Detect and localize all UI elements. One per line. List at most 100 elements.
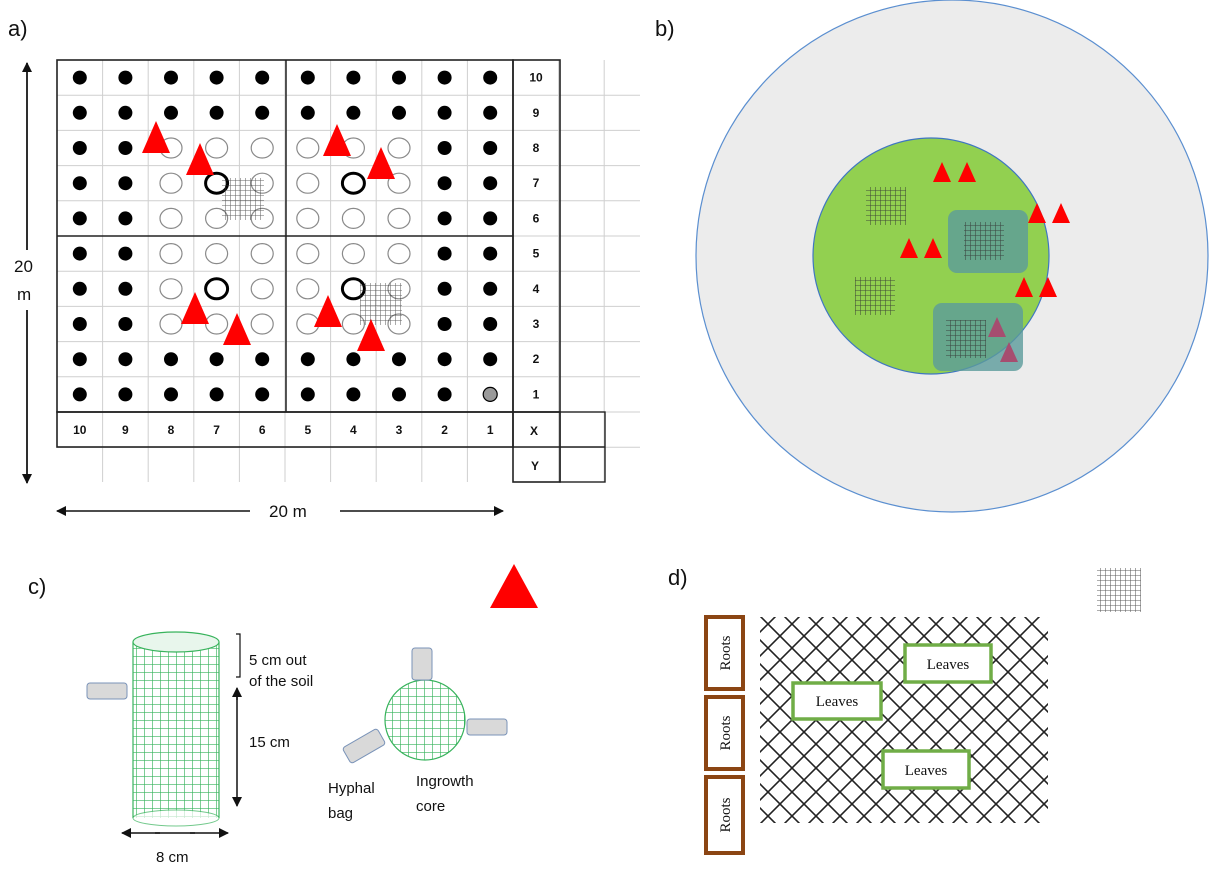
ingrowth-core-label-2: core xyxy=(416,798,445,815)
plot-point xyxy=(300,352,315,367)
plot-point xyxy=(483,105,498,120)
plot-point xyxy=(118,141,133,155)
row-label: 9 xyxy=(533,106,540,120)
panel-label-c: c) xyxy=(28,574,46,599)
plot-point xyxy=(437,176,452,191)
triangle-marker xyxy=(933,162,951,182)
y-dimension-label-1: 20 xyxy=(14,257,33,276)
plot-point xyxy=(437,211,452,226)
triangle-marker xyxy=(1028,203,1046,223)
plot-point xyxy=(118,211,133,226)
row-label: 7 xyxy=(533,176,540,190)
triangle-marker xyxy=(924,238,942,258)
plot-point xyxy=(437,317,452,331)
plot-point xyxy=(250,137,274,159)
roots-label: Roots xyxy=(718,715,734,750)
row-label: 2 xyxy=(533,352,540,366)
y-key-label: Y xyxy=(531,459,539,473)
plot-point xyxy=(209,105,224,120)
mesh-icon xyxy=(946,320,986,358)
plot-point xyxy=(255,105,270,120)
plot-point xyxy=(159,207,183,229)
plot-point xyxy=(387,243,411,265)
plot-point xyxy=(437,246,452,261)
light-grid xyxy=(57,60,640,482)
col-label: 1 xyxy=(487,423,494,437)
leaves-box xyxy=(903,643,993,684)
plot-point xyxy=(72,70,87,85)
leaves-label: Leaves xyxy=(927,657,970,673)
leaves-box xyxy=(881,749,971,790)
plot-point xyxy=(296,207,320,229)
col-label: 3 xyxy=(396,423,403,437)
plot-point xyxy=(483,141,498,155)
plot-point xyxy=(118,105,133,120)
roots-label: Roots xyxy=(718,635,734,670)
plot-point xyxy=(483,70,498,85)
plot-point xyxy=(72,387,87,402)
col-label: 6 xyxy=(259,423,266,437)
plot-point xyxy=(346,352,361,367)
plot-point xyxy=(205,137,229,159)
roots-box xyxy=(704,695,745,771)
mesh-legend-icon xyxy=(1097,568,1141,612)
mesh-icon xyxy=(222,178,264,220)
plot-point xyxy=(164,352,178,367)
triangle-marker xyxy=(181,292,209,324)
plot-point xyxy=(118,281,133,296)
plot-point xyxy=(205,243,229,265)
plot-point xyxy=(387,172,411,194)
plot-point xyxy=(483,246,498,261)
plot-point xyxy=(204,277,230,301)
plot-point xyxy=(72,211,87,226)
plot-point xyxy=(209,387,224,402)
panel-label-d: d) xyxy=(668,565,688,590)
plot-point xyxy=(250,278,274,300)
plot-point xyxy=(72,176,87,191)
plot-point xyxy=(483,211,498,226)
triangle-marker xyxy=(900,238,918,258)
litter-panel: Roots Roots Roots Leaves Leaves Leaves xyxy=(704,615,1048,855)
triangle-marker xyxy=(988,317,1006,337)
triangle-marker xyxy=(142,121,170,153)
triangle-marker xyxy=(367,147,395,179)
plot-point xyxy=(118,246,133,261)
ingrowth-core-panel: 5 cm out of the soil 15 cm 8 cm Hyphal b… xyxy=(86,631,508,866)
leaves-label: Leaves xyxy=(816,694,859,710)
x-key-label: X xyxy=(530,424,538,438)
mesh-icon xyxy=(866,187,906,225)
hyphal-bag-icon xyxy=(342,728,386,764)
height-above-label: 5 cm out xyxy=(249,652,307,669)
plot-point xyxy=(296,278,320,300)
plot-point xyxy=(118,387,133,402)
plot-point xyxy=(483,281,498,296)
plot-point xyxy=(72,317,87,331)
plot-point xyxy=(296,243,320,265)
plot-point xyxy=(437,141,452,155)
mesh-icon xyxy=(855,277,895,315)
plot-point xyxy=(72,141,87,155)
plot-point xyxy=(118,352,133,367)
plot-point xyxy=(159,243,183,265)
plot-point xyxy=(346,387,361,402)
plot-point xyxy=(483,317,498,331)
plot-point xyxy=(392,387,406,402)
triangle-marker xyxy=(357,319,385,351)
triangle-marker xyxy=(314,295,342,327)
triangle-marker xyxy=(1039,277,1057,297)
hyphal-bag-icon xyxy=(86,682,128,700)
plot-point xyxy=(483,176,498,191)
plot-point xyxy=(341,243,365,265)
plot-point xyxy=(296,172,320,194)
plot-point xyxy=(72,246,87,261)
height-above-bracket xyxy=(236,633,241,678)
plot-point xyxy=(437,281,452,296)
triangle-marker xyxy=(958,162,976,182)
plot-point xyxy=(164,70,178,85)
leaves-label: Leaves xyxy=(905,763,948,779)
plot-point xyxy=(392,352,406,367)
plot-point xyxy=(346,70,361,85)
plot-point xyxy=(255,352,270,367)
